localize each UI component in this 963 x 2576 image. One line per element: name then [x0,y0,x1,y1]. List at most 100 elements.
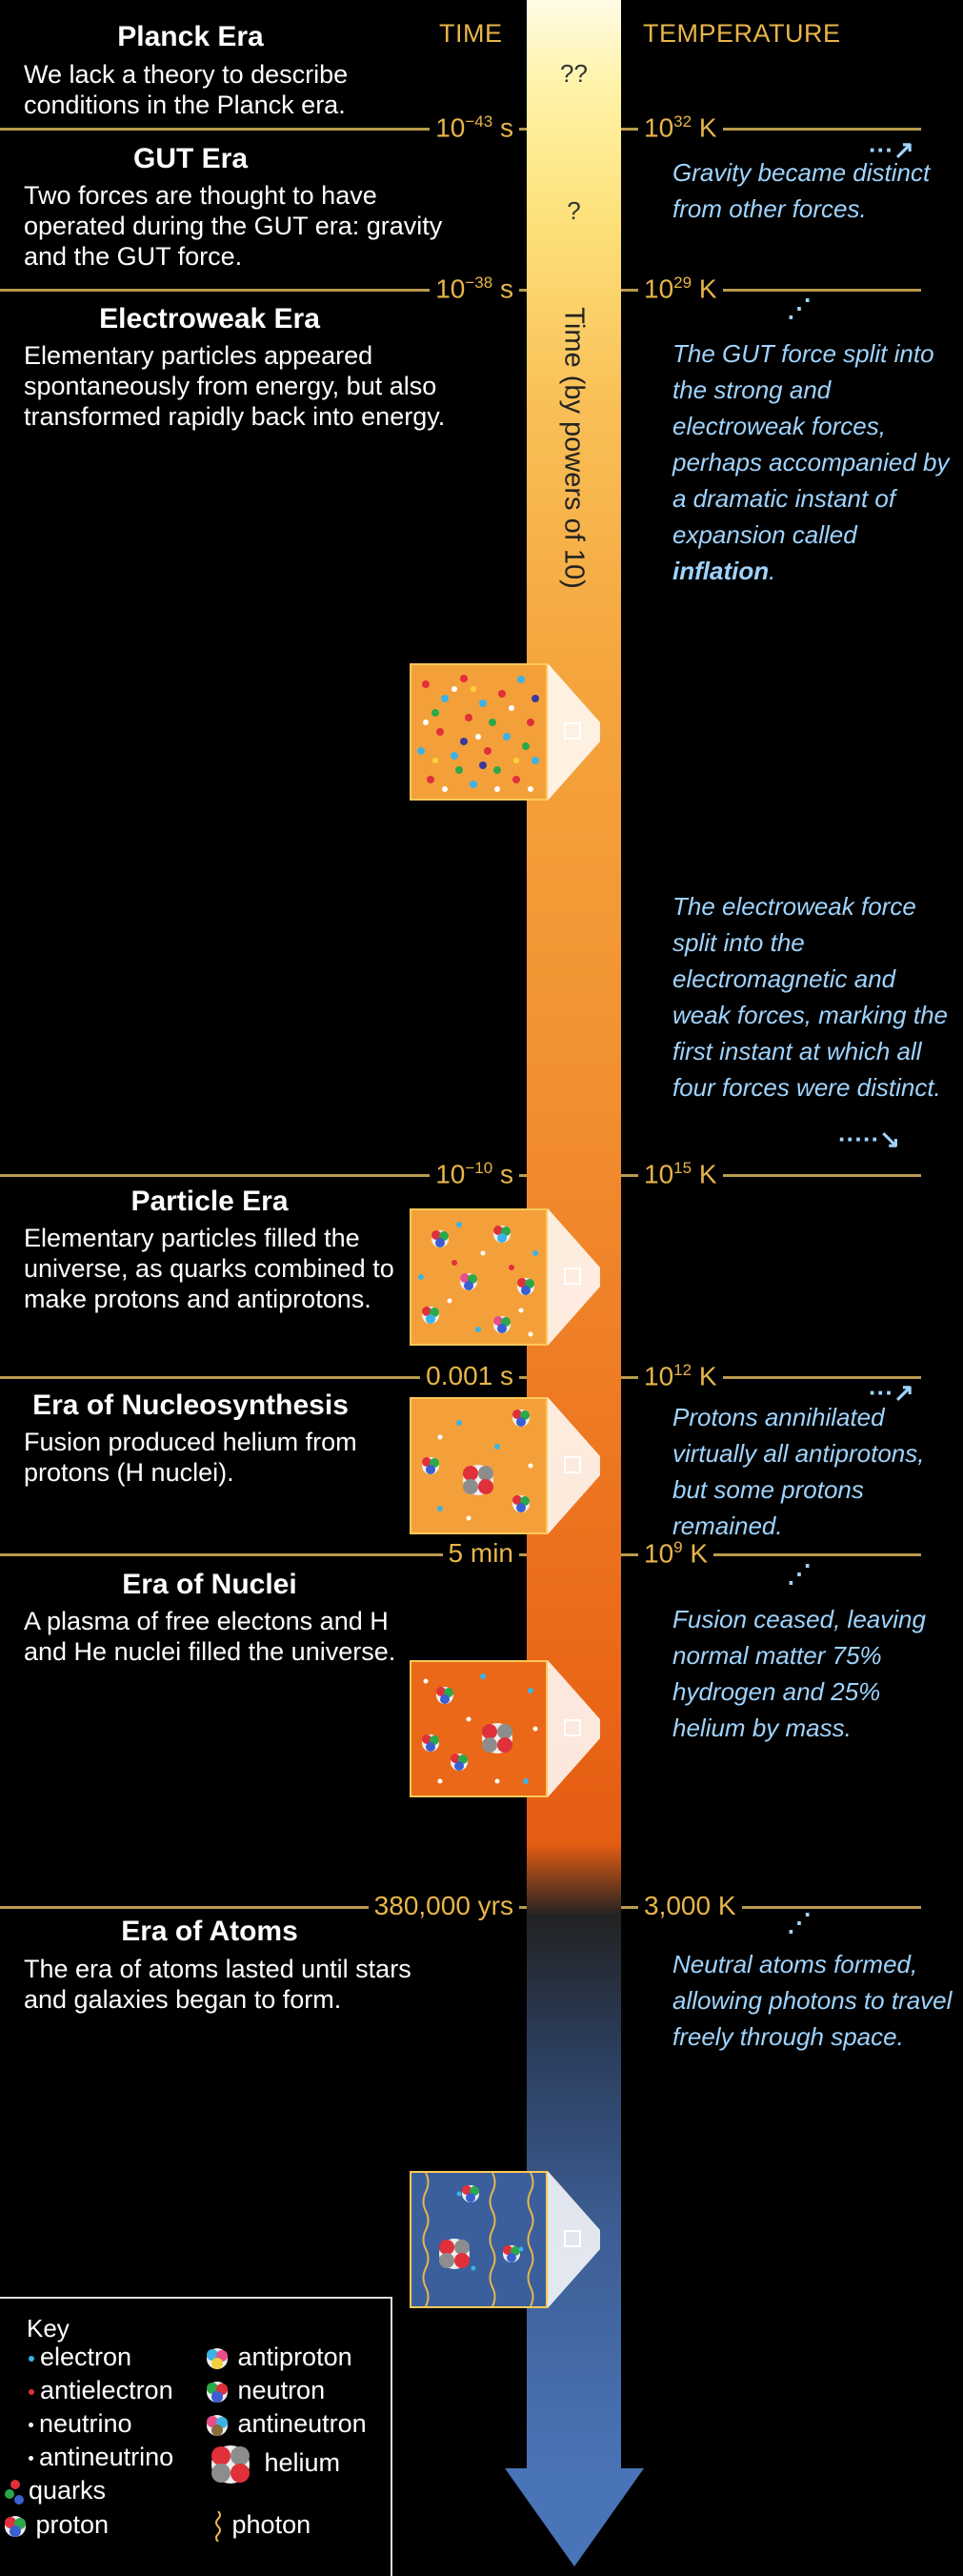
protons-antiprotons-icon [418,1222,538,1337]
era-title-atoms: Era of Atoms [121,1916,298,1947]
temperature-label: 1012 K [638,1361,723,1392]
nuclei-inset [410,1660,548,1797]
note-neutral-atoms: Neutral atoms formed, allowing photons t… [672,1950,953,2051]
planck-question-marks: ?? [560,59,588,88]
era-title-gut: GUT Era [132,143,249,174]
quarks-icon [5,2479,24,2505]
nuclei-plasma-icon [422,1673,538,1784]
era-desc-particle: Elementary particles filled the universe… [24,1224,394,1313]
temperature-label: 1032 K [638,112,723,144]
era-title-particle: Particle Era [130,1186,289,1217]
photon-icon [215,2510,221,2543]
note-fusion-ceased: Fusion ceased, leaving normal matter 75%… [672,1605,926,1742]
zoom-marker [564,722,581,740]
inset-callout [548,2171,600,2308]
boundary-line [621,289,921,292]
neutral-atoms-photons-icon [422,2172,534,2307]
inset-callout [548,1397,600,1534]
antineutrino-icon [29,2456,33,2462]
key-item-antiproton: antiproton [204,2343,352,2372]
antielectron-icon [29,2388,34,2395]
note-electroweak-split: The electroweak force split into the ele… [672,892,949,1102]
dotted-arrow-icon: ···↗ [869,1378,914,1407]
boundary-line [0,1553,527,1556]
boundary-line [0,1174,527,1177]
key-item-photon: photon [211,2510,311,2543]
temperature-label: 109 K [638,1538,714,1570]
antiproton-icon [207,2347,228,2369]
key-title: Key [27,2314,70,2343]
dotted-arrow-icon: ⋰ [787,1559,812,1588]
key-item-neutron: neutron [204,2376,325,2405]
inset-callout [548,1208,600,1346]
dotted-arrow-icon: ···↗ [869,135,914,164]
zoom-marker [564,1719,581,1736]
key-item-neutrino: neutrino [29,2409,132,2439]
neutron-icon [207,2381,228,2403]
time-label: 10−38 s [430,274,519,305]
boundary-line [0,1376,527,1379]
boundary-line [621,1174,921,1177]
proton-icon [5,2515,26,2537]
note-gut-split: The GUT force split into the strong and … [672,339,950,585]
helium-fusion-icon [422,1410,533,1521]
temperature-label: 3,000 K [638,1891,742,1921]
inset-callout [548,663,600,801]
era-title-planck: Planck Era [117,21,264,52]
helium-icon [211,2445,250,2484]
dense-particle-soup-icon [417,675,539,792]
temperature-label: 1015 K [638,1159,723,1190]
era-title-nucleosynthesis: Era of Nucleosynthesis [32,1389,349,1421]
inset-callout [548,1660,600,1797]
temperature-column-header: TEMPERATURE [643,19,841,48]
dotted-arrow-icon: ⋰ [787,1908,812,1937]
boundary-line [621,1553,921,1556]
legend-key: Key electron antielectron neutrino antin… [0,2297,392,2576]
era-desc-nucleosynthesis: Fusion produced helium from protons (H n… [24,1428,357,1487]
key-item-antineutron: antineutron [204,2409,367,2439]
key-item-antielectron: antielectron [29,2376,173,2405]
time-axis-label: Time (by powers of 10) [558,307,590,589]
key-item-quarks: quarks [2,2476,106,2505]
dotted-arrow-icon: ·····↘ [838,1125,901,1153]
antineutron-icon [207,2414,228,2436]
boundary-line [621,1906,921,1909]
time-label: 5 min [442,1538,519,1569]
era-desc-nuclei: A plasma of free electons and H and He n… [24,1607,396,1666]
era-title-electroweak: Electroweak Era [99,303,320,335]
boundary-line [621,128,921,131]
temperature-label: 1029 K [638,274,723,305]
key-item-antineutrino: antineutrino [29,2443,173,2472]
note-inflation-term: inflation [672,557,770,585]
atoms-inset [410,2171,548,2308]
time-column-header: TIME [439,19,503,48]
time-label: 380,000 yrs [368,1891,519,1921]
neutrino-icon [29,2423,33,2428]
era-desc-gut: Two forces are thought to have operated … [24,181,443,271]
key-item-helium: helium [204,2442,340,2487]
era-desc-electroweak: Elementary particles appeared spontaneou… [24,341,446,431]
boundary-line [0,1906,527,1909]
zoom-marker [564,1456,581,1473]
electron-icon [29,2355,34,2362]
note-annihilation: Protons annihilated virtually all antipr… [672,1403,925,1540]
time-label: 10−10 s [430,1159,519,1190]
boundary-line [0,289,527,292]
particle-era-inset [410,1208,548,1346]
time-bar-arrowhead [505,2468,644,2566]
era-desc-atoms: The era of atoms lasted until stars and … [24,1955,411,2014]
nucleosynthesis-inset [410,1397,548,1534]
dotted-arrow-icon: ⋰ [787,294,812,322]
boundary-line [0,128,527,131]
era-title-nuclei: Era of Nuclei [122,1569,297,1600]
zoom-marker [564,1268,581,1285]
time-label: 10−43 s [430,112,519,144]
boundary-line [621,1376,921,1379]
key-item-proton: proton [2,2510,109,2540]
gut-question-mark: ? [567,196,581,225]
era-desc-planck: We lack a theory to describe conditions … [24,60,349,119]
zoom-marker [564,2230,581,2247]
time-label: 0.001 s [420,1361,519,1391]
note-gravity: Gravity became distinct from other force… [672,158,931,223]
electroweak-particle-inset [410,663,548,801]
